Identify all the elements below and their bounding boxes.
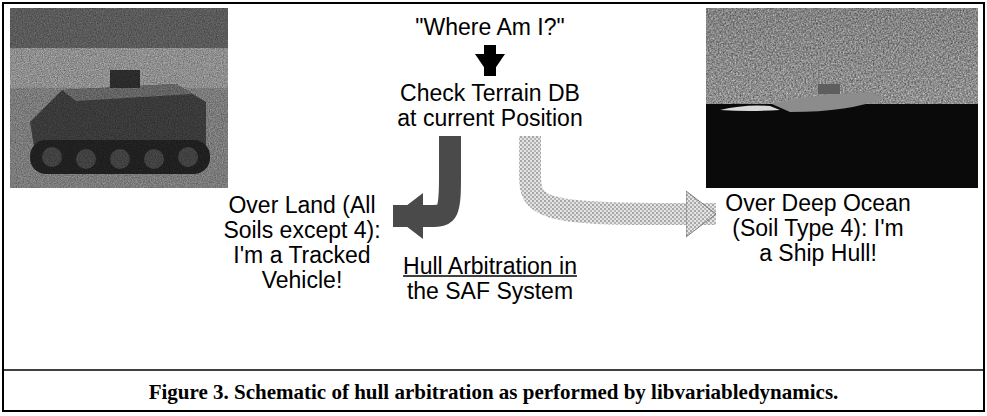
photo-ground (10, 8, 228, 188)
ship-hull-photo (706, 8, 978, 188)
node-text: "Where Am I?" (382, 15, 598, 40)
caption-separator (3, 369, 984, 371)
node-text: Over Land (All Soils except 4): I'm a Tr… (219, 193, 385, 293)
branch-arrow (530, 136, 716, 214)
process-step: Check Terrain DB at current Position (390, 80, 590, 132)
photo-sea (706, 104, 978, 188)
flow-arrow (484, 45, 496, 76)
ship-superstructure (818, 84, 840, 94)
branch-arrow (393, 136, 450, 216)
node-text: Over Deep Ocean (Soil Type 4): I'm a Shi… (724, 191, 912, 266)
photo-grain (10, 8, 228, 188)
tracked-vehicle-photo (10, 8, 228, 188)
ship-wake (720, 106, 780, 112)
annotation-label: Hull Arbitration in the SAF System (395, 254, 585, 304)
node-text: Check Terrain DB at current Position (392, 81, 588, 131)
figure-caption: Figure 3. Schematic of hull arbitration … (6, 380, 981, 404)
query-text: "Where Am I?" (380, 14, 600, 41)
figure-frame (3, 3, 984, 411)
ship-hull (772, 92, 884, 112)
photo-sky (706, 8, 978, 188)
outcome-land: Over Land (All Soils except 4): I'm a Tr… (217, 192, 387, 294)
outcome-ocean: Over Deep Ocean (Soil Type 4): I'm a Shi… (722, 190, 914, 267)
photo-spray (706, 8, 978, 108)
edge-group (393, 45, 716, 216)
